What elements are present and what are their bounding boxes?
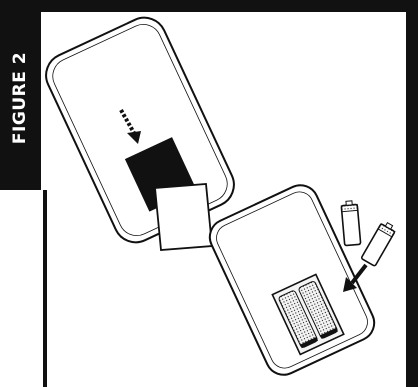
remote-control-back-1 [45,16,235,244]
remote-control-back-2 [208,184,376,376]
figure-label-tab: FIGURE 2 [0,0,41,190]
battery-aaa-1 [340,200,362,247]
down-arrow-icon [343,263,368,292]
battery-cover [154,183,213,251]
figure-border-top [0,0,418,12]
figure-border-right [406,0,418,387]
battery-aaa-2 [361,222,396,267]
figure-border-left-lower [43,190,47,387]
figure-label: FIGURE 2 [10,51,30,145]
down-arrow-icon [119,109,141,144]
